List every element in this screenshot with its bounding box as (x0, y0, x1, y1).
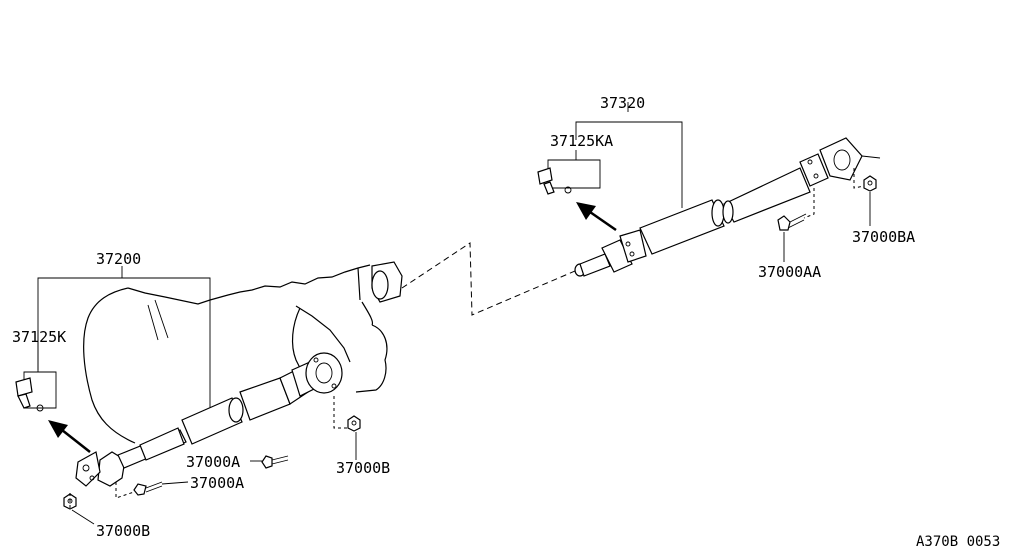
front-bolt-part (133, 481, 163, 496)
rear-joint-kit-detail (537, 150, 601, 195)
rear-nut-label: 37000BA (852, 228, 915, 246)
connection-dashed-line (401, 242, 583, 316)
rear-nut-part (863, 175, 877, 192)
rear-propeller-shaft (574, 137, 881, 277)
center-bolt-part (261, 455, 289, 469)
rear-direction-arrow (576, 202, 617, 232)
front-nut-label: 37000B (96, 522, 150, 540)
rear-fastener-dashed-lines (803, 168, 865, 219)
front-assembly-bracket (37, 266, 211, 408)
front-leader-lines (71, 432, 357, 525)
center-nut-part (347, 415, 361, 432)
front-assembly-label: 37200 (96, 250, 141, 268)
diagram-code: A370B 0053 (916, 534, 1000, 550)
rear-bolt-label: 37000AA (758, 263, 821, 281)
rear-bolt-part (777, 213, 807, 231)
transmission-housing (83, 261, 403, 444)
rear-assembly-bracket (575, 102, 683, 208)
center-bolt-label: 37000A (186, 453, 240, 471)
front-direction-arrow (48, 420, 91, 453)
front-bolt-label: 37000A (190, 474, 244, 492)
rear-assembly-label: 37320 (600, 94, 645, 112)
front-joint-kit-label: 37125K (12, 328, 66, 346)
front-fastener-dashed-lines (69, 396, 348, 508)
rear-leader-lines (783, 192, 871, 262)
front-propeller-shaft (75, 352, 343, 487)
front-joint-kit-detail (15, 330, 57, 412)
rear-joint-kit-label: 37125KA (550, 132, 613, 150)
center-nut-label: 37000B (336, 459, 390, 477)
